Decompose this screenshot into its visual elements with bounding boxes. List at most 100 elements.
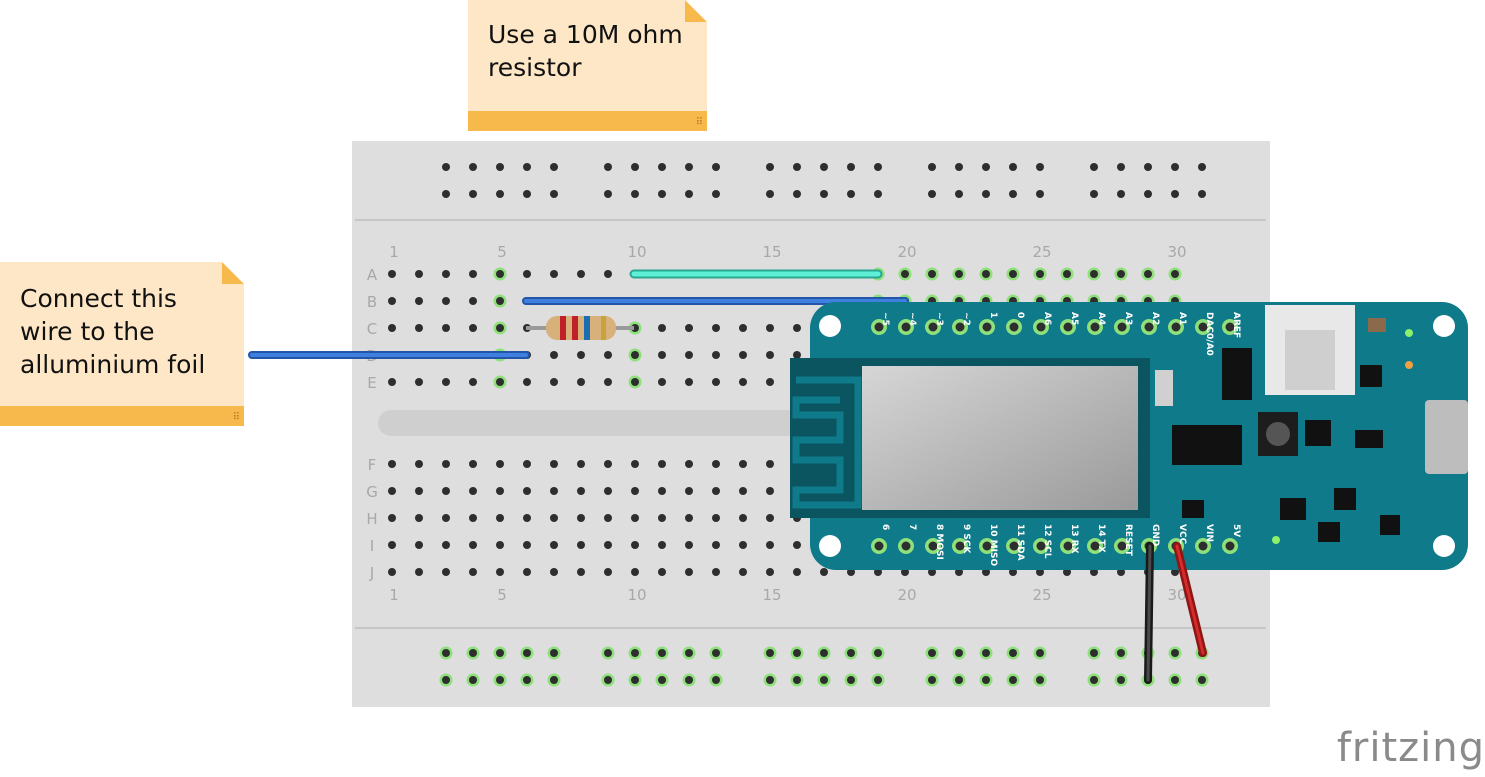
breadboard-hole bbox=[496, 514, 504, 522]
rail-hole bbox=[442, 676, 450, 684]
breadboard-hole bbox=[388, 487, 396, 495]
rail-hole bbox=[496, 190, 504, 198]
resize-grip-icon[interactable]: ⠿ bbox=[695, 117, 703, 128]
breadboard-hole bbox=[442, 514, 450, 522]
pin-label: A2 bbox=[1150, 312, 1160, 325]
rail-hole bbox=[793, 190, 801, 198]
fritzing-logo: fritzing bbox=[1336, 725, 1485, 771]
breadboard-hole bbox=[739, 324, 747, 332]
breadboard-hole bbox=[604, 351, 612, 359]
rail-hole bbox=[496, 649, 504, 657]
rail-hole bbox=[1009, 163, 1017, 171]
note-resistor-value[interactable]: Use a 10M ohm resistor ⠿ bbox=[468, 0, 707, 131]
column-number: 25 bbox=[1032, 243, 1051, 261]
resize-grip-icon[interactable]: ⠿ bbox=[232, 412, 240, 423]
breadboard-hole bbox=[658, 541, 666, 549]
breadboard-hole bbox=[820, 568, 828, 576]
breadboard-hole bbox=[442, 460, 450, 468]
breadboard-hole bbox=[550, 378, 558, 386]
breadboard-hole bbox=[388, 460, 396, 468]
breadboard-hole bbox=[766, 351, 774, 359]
breadboard-hole bbox=[685, 568, 693, 576]
breadboard-hole bbox=[631, 514, 639, 522]
breadboard-hole bbox=[523, 568, 531, 576]
note-fold-icon bbox=[685, 0, 707, 22]
rail-hole bbox=[766, 163, 774, 171]
breadboard-hole bbox=[523, 541, 531, 549]
rail-hole bbox=[928, 649, 936, 657]
rail-hole bbox=[982, 676, 990, 684]
breadboard-hole bbox=[523, 270, 531, 278]
rail-hole bbox=[550, 163, 558, 171]
row-label: C bbox=[367, 320, 377, 338]
breadboard-hole bbox=[469, 541, 477, 549]
breadboard-hole bbox=[388, 297, 396, 305]
header-pin bbox=[1117, 541, 1127, 551]
breadboard-hole bbox=[793, 541, 801, 549]
breadboard-hole bbox=[577, 378, 585, 386]
breadboard-hole bbox=[577, 568, 585, 576]
pin-label: ~4 bbox=[907, 312, 917, 326]
rail-hole bbox=[955, 649, 963, 657]
rail-hole bbox=[631, 163, 639, 171]
rail-hole bbox=[955, 676, 963, 684]
rail-hole bbox=[604, 190, 612, 198]
breadboard-hole bbox=[415, 487, 423, 495]
rail-hole bbox=[928, 163, 936, 171]
breadboard-hole bbox=[469, 514, 477, 522]
note-band bbox=[468, 111, 707, 131]
breadboard-hole bbox=[496, 541, 504, 549]
row-label: I bbox=[370, 537, 374, 555]
pin-label: RESET bbox=[1123, 524, 1133, 557]
breadboard-hole bbox=[631, 568, 639, 576]
breadboard-hole bbox=[469, 487, 477, 495]
rail-hole bbox=[847, 190, 855, 198]
rail-hole bbox=[442, 163, 450, 171]
pin-label: GND bbox=[1150, 524, 1160, 546]
rail-hole bbox=[1090, 676, 1098, 684]
breadboard-hole bbox=[1171, 270, 1179, 278]
breadboard-hole bbox=[415, 297, 423, 305]
breadboard-hole bbox=[415, 541, 423, 549]
rail-hole bbox=[658, 649, 666, 657]
breadboard-hole bbox=[712, 460, 720, 468]
rail-hole bbox=[604, 649, 612, 657]
rail-hole bbox=[1198, 163, 1206, 171]
header-pin bbox=[1036, 541, 1046, 551]
breadboard-hole bbox=[631, 487, 639, 495]
gnd-wire-core bbox=[1146, 544, 1152, 682]
breadboard-hole bbox=[685, 487, 693, 495]
breadboard-hole bbox=[712, 541, 720, 549]
breadboard-hole bbox=[739, 487, 747, 495]
header-pin bbox=[955, 322, 965, 332]
column-number: 30 bbox=[1167, 586, 1186, 604]
breadboard-hole bbox=[577, 270, 585, 278]
header-pin bbox=[955, 541, 965, 551]
breadboard-hole bbox=[793, 351, 801, 359]
breadboard-hole bbox=[604, 541, 612, 549]
breadboard-hole bbox=[712, 324, 720, 332]
breadboard-hole bbox=[496, 324, 504, 332]
pin-label: VIN bbox=[1204, 524, 1214, 542]
breadboard-hole bbox=[739, 351, 747, 359]
rail-hole bbox=[1036, 649, 1044, 657]
breadboard-hole bbox=[550, 487, 558, 495]
rail-hole bbox=[874, 163, 882, 171]
row-label: J bbox=[369, 564, 374, 582]
breadboard-hole bbox=[901, 270, 909, 278]
breadboard-hole bbox=[982, 270, 990, 278]
rail-hole bbox=[982, 163, 990, 171]
pin-label: ~3 bbox=[934, 312, 944, 326]
breadboard-hole bbox=[550, 541, 558, 549]
pin-label: 11 SDA bbox=[1015, 524, 1025, 561]
rail-hole bbox=[955, 163, 963, 171]
breadboard-hole bbox=[739, 514, 747, 522]
rail-hole bbox=[793, 163, 801, 171]
breadboard-hole bbox=[1090, 270, 1098, 278]
resistor-10m-ohm[interactable] bbox=[526, 316, 634, 340]
note-foil-wire[interactable]: Connect this wire to the alluminium foil… bbox=[0, 262, 244, 426]
rail-hole bbox=[1117, 649, 1125, 657]
pin-label: A1 bbox=[1177, 312, 1187, 325]
pin-label: ~5 bbox=[880, 312, 890, 326]
